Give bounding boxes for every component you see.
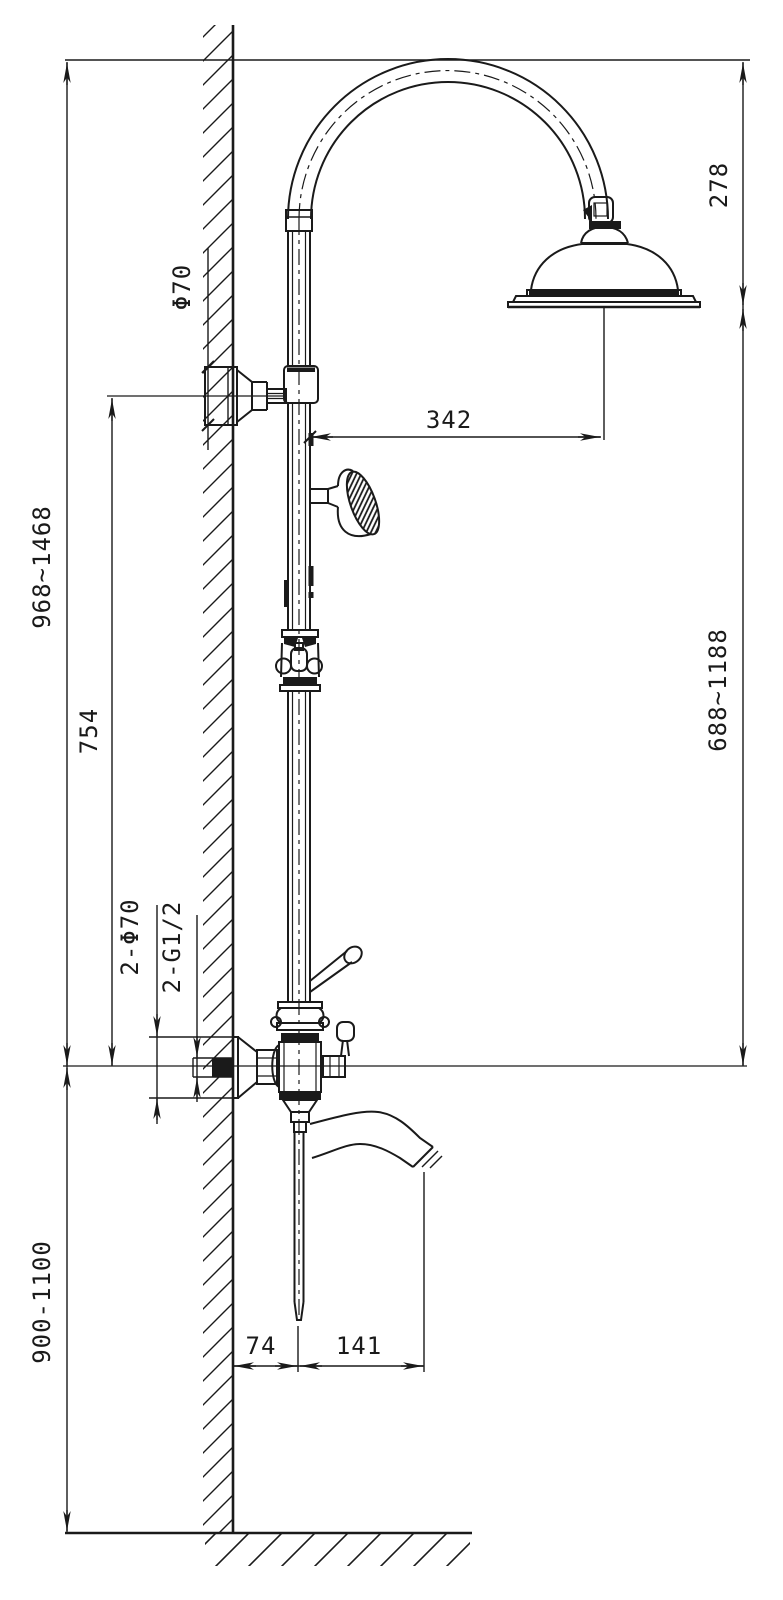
dim-inlet-thread-pair: 2-G1/2 bbox=[158, 901, 186, 994]
dim-valve-mount-height-range: 900-1100 bbox=[28, 1240, 56, 1364]
dim-head-rim-to-valve-range: 688~1188 bbox=[704, 628, 732, 752]
lever-handle bbox=[309, 945, 363, 993]
mixer-valve-body bbox=[192, 1021, 355, 1133]
dim-top-escutcheon-diameter: Φ70 bbox=[168, 264, 196, 310]
gooseneck-shower-arm bbox=[285, 58, 609, 232]
wall-bracket bbox=[107, 365, 319, 426]
dim-bracket-to-valve: 754 bbox=[75, 708, 103, 754]
dim-pipe-to-spout-tip: 141 bbox=[336, 1332, 382, 1360]
floor bbox=[65, 1531, 472, 1566]
overhead-shower-head bbox=[507, 196, 701, 309]
dim-pipe-to-head-center: 342 bbox=[426, 406, 472, 434]
hand-shower-face bbox=[345, 470, 381, 536]
ball-joint bbox=[588, 196, 614, 224]
dim-overall-height-range: 968~1468 bbox=[28, 505, 56, 629]
dim-escutcheon-pair-diameter: 2-Φ70 bbox=[116, 898, 144, 975]
diverter-cross-handle bbox=[275, 629, 323, 692]
hand-shower bbox=[310, 468, 381, 537]
drop-tube bbox=[293, 1132, 305, 1321]
dim-head-drop-height: 278 bbox=[705, 162, 733, 208]
wall-inlet bbox=[212, 1058, 233, 1077]
dimension-lines bbox=[63, 59, 750, 1533]
slider-clamp-mark bbox=[308, 566, 314, 586]
slider-clamp-mark bbox=[284, 580, 289, 607]
dim-wall-to-pipe-center: 74 bbox=[246, 1332, 277, 1360]
union-spool bbox=[270, 1001, 330, 1042]
escutcheon-plate bbox=[232, 1036, 239, 1099]
slider-clamp-mark bbox=[308, 592, 314, 598]
tub-spout bbox=[309, 1110, 443, 1169]
diverter-pull-knob bbox=[322, 1021, 355, 1078]
riser-pipe bbox=[284, 219, 314, 1318]
dimension-labels: 968~1468 754 Φ70 2-Φ70 2-G1/2 900-1100 2… bbox=[28, 162, 733, 1364]
